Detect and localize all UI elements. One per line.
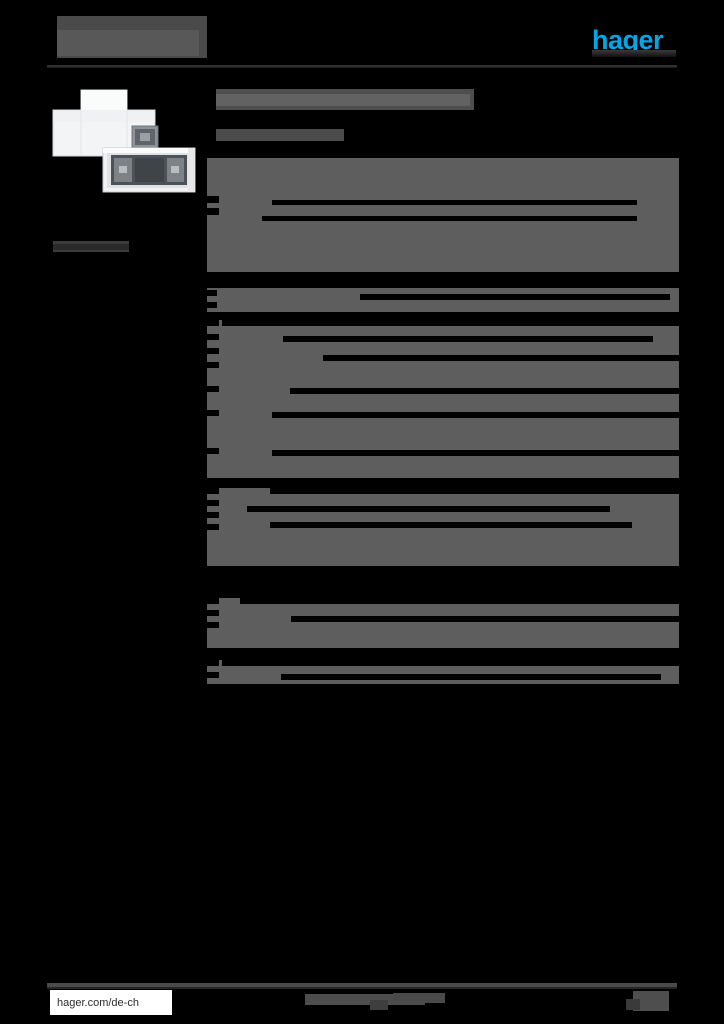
table-4-value-gap bbox=[247, 506, 610, 512]
footer-url-link[interactable]: hager.com/de-ch bbox=[57, 997, 139, 1009]
footer-divider-shadow bbox=[47, 987, 677, 989]
footer-divider bbox=[47, 983, 677, 987]
table-5-value-gap bbox=[291, 616, 679, 622]
footer-url-background bbox=[50, 990, 172, 1015]
footer-center-text-redacted bbox=[305, 994, 425, 1005]
table-6-value-gap bbox=[222, 660, 679, 666]
table-3-value-gap bbox=[272, 412, 679, 418]
table-3-label-gap bbox=[207, 410, 219, 416]
table-1 bbox=[207, 152, 679, 272]
table-1-label-gap bbox=[207, 208, 219, 215]
table-5-label-gap bbox=[207, 622, 219, 628]
main-title-redacted-inner bbox=[216, 94, 470, 106]
table-3-label-gap bbox=[207, 320, 219, 326]
footer-page-prefix-redacted bbox=[626, 999, 640, 1010]
hager-logo: hager bbox=[592, 25, 664, 55]
footer-center-mark-redacted bbox=[370, 1000, 388, 1010]
table-3-label-gap bbox=[207, 448, 219, 454]
table-5 bbox=[207, 598, 679, 648]
table-1-value-gap bbox=[272, 200, 637, 205]
table-5-label-gap bbox=[207, 598, 219, 604]
trunking-tee-shape bbox=[52, 89, 156, 157]
table-3-value-gap bbox=[222, 320, 679, 326]
table-1-value-gap bbox=[262, 216, 637, 221]
table-3-value-gap bbox=[272, 450, 679, 456]
table-2-label-gap bbox=[207, 302, 217, 308]
main-subtitle-redacted bbox=[216, 129, 344, 141]
hager-logo-underline bbox=[592, 50, 676, 57]
table-1-label-gap bbox=[207, 196, 219, 203]
table-3-label-gap bbox=[207, 334, 219, 340]
header-divider bbox=[47, 65, 677, 67]
table-3-value-gap bbox=[290, 388, 679, 394]
table-3-label-gap bbox=[207, 362, 219, 368]
table-2-value-gap bbox=[360, 294, 670, 300]
table-4-label-gap bbox=[207, 488, 219, 494]
table-2-value-gap bbox=[221, 282, 679, 288]
header-title-redacted-inner bbox=[57, 30, 199, 56]
footer-center-suffix-redacted bbox=[393, 993, 445, 1003]
header-divider-shadow bbox=[47, 67, 677, 68]
table-4-label-gap bbox=[207, 500, 219, 506]
table-6-label-gap bbox=[207, 672, 219, 678]
table-5-label-gap bbox=[207, 610, 219, 616]
table-5-value-gap bbox=[240, 598, 679, 604]
table-4-value-gap bbox=[270, 488, 679, 494]
table-3-value-gap bbox=[283, 336, 653, 342]
table-3-value-gap bbox=[323, 355, 679, 361]
table-2-label-gap bbox=[207, 282, 221, 288]
table-6-value-gap bbox=[281, 674, 661, 680]
table-4-label-gap bbox=[207, 524, 219, 530]
trunking-box-lower bbox=[102, 147, 196, 193]
table-2-label-gap bbox=[207, 290, 217, 296]
table-1-value-gap bbox=[223, 152, 679, 158]
table-6-label-gap bbox=[207, 660, 219, 666]
table-3-label-gap bbox=[207, 348, 219, 354]
product-image bbox=[47, 82, 199, 204]
product-caption-redacted-inner bbox=[53, 244, 129, 250]
table-4-value-gap bbox=[270, 522, 632, 528]
table-4-label-gap bbox=[207, 512, 219, 518]
table-1-label-gap bbox=[207, 152, 223, 158]
footer-page-number-redacted bbox=[633, 991, 669, 1011]
table-3-label-gap bbox=[207, 386, 219, 392]
